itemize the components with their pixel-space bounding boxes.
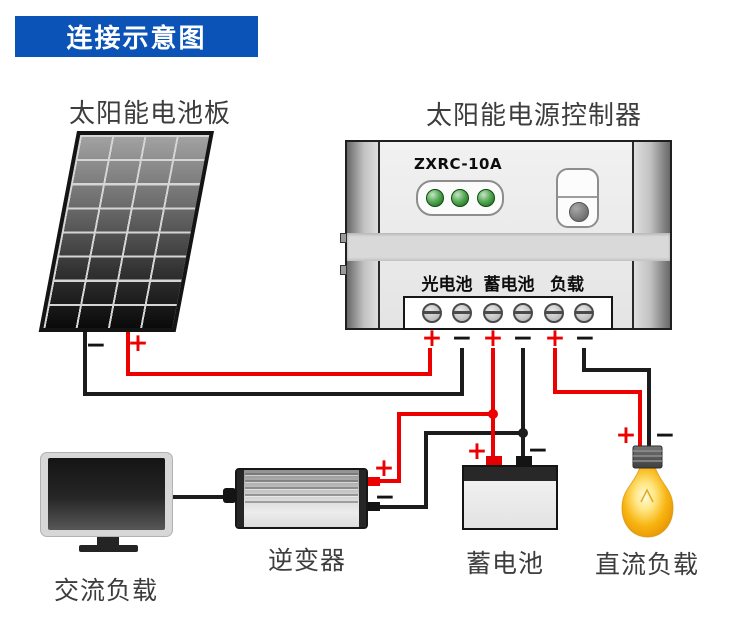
- inverter-device: [235, 468, 368, 529]
- title-banner: 连接示意图: [15, 16, 258, 57]
- terminal-group-pv: 光电池: [421, 275, 473, 295]
- diagram-title: 连接示意图: [66, 24, 207, 54]
- controller-recessed-band: [347, 233, 670, 261]
- led-indicator: [476, 189, 495, 207]
- battery-top-band: [464, 467, 556, 481]
- light-bulb: [621, 445, 674, 538]
- terminal-group-load: 负载: [550, 275, 584, 295]
- controller-device: ZXRC-10A 光电池 蓄电池 负载: [340, 140, 672, 330]
- wire-panel-positive: [126, 330, 432, 376]
- terminal-screw: [422, 303, 442, 323]
- battery-plus-mark: +: [466, 436, 488, 465]
- terminal-screw: [452, 303, 473, 323]
- inverter-fins: [245, 473, 358, 503]
- panel-plus-mark: +: [127, 328, 149, 357]
- wire-inverter-negative-branch: [374, 431, 523, 509]
- screw-slot: [483, 311, 502, 314]
- wire-load-negative: [582, 348, 651, 452]
- controller-label: 太阳能电源控制器: [425, 101, 642, 131]
- screw-slot: [544, 311, 563, 314]
- light-sensor-window: [556, 168, 599, 228]
- inverter-label: 逆变器: [267, 546, 346, 575]
- screw-slot: [453, 311, 472, 314]
- terminal-group-battery: 蓄电池: [483, 275, 535, 295]
- monitor-stand-neck: [97, 537, 119, 546]
- bulb-minus-mark: −: [654, 420, 676, 449]
- battery-minus-mark: −: [527, 435, 549, 464]
- cap-ridges: [633, 450, 662, 462]
- bulb-screw-cap: [632, 445, 663, 469]
- battery-negative-terminal: [516, 456, 532, 466]
- terminal-screw: [573, 303, 594, 323]
- solar-panel-label: 太阳能电池板: [68, 99, 231, 129]
- terminal-mark-battery-minus: −: [512, 323, 534, 352]
- terminal-mark-load-plus: +: [544, 323, 566, 352]
- screw-slot: [514, 311, 533, 314]
- terminal-strip: [403, 296, 613, 330]
- wire-load-positive: [553, 348, 642, 452]
- terminal-mark-pv-minus: −: [451, 323, 473, 352]
- ac-load-label: 交流负载: [53, 576, 158, 605]
- bulb-filament: [640, 488, 654, 503]
- terminal-screw: [513, 303, 534, 323]
- terminal-mark-pv-plus: +: [421, 323, 443, 352]
- wire-inverter-positive-branch: [374, 412, 493, 483]
- dc-load-label: 直流负载: [594, 550, 699, 579]
- wire-panel-negative: [83, 330, 464, 396]
- junction-positive: [488, 409, 498, 419]
- sensor-divider: [558, 196, 597, 198]
- bulb-plus-mark: +: [615, 420, 637, 449]
- inverter-minus-mark: −: [374, 482, 396, 511]
- monitor: [40, 452, 173, 537]
- battery-label: 蓄电池: [465, 549, 544, 578]
- mount-tab: [340, 233, 347, 243]
- inverter-input-plug: [223, 488, 236, 503]
- led-indicator: [451, 189, 469, 207]
- junction-negative: [518, 428, 528, 438]
- terminal-screw: [543, 303, 564, 323]
- panel-minus-mark: −: [85, 330, 107, 359]
- controller-model: ZXRC-10A: [414, 155, 503, 173]
- led-indicator-panel: [416, 180, 504, 216]
- inverter-right-cap: [359, 470, 366, 527]
- screw-slot: [423, 311, 441, 314]
- battery-positive-terminal: [486, 456, 502, 466]
- led-indicator: [425, 189, 444, 207]
- screw-slot: [574, 311, 593, 314]
- terminal-mark-battery-plus: +: [482, 323, 504, 352]
- inverter-positive-terminal: [368, 477, 380, 486]
- inverter-left-cap: [237, 470, 244, 527]
- monitor-screen: [48, 458, 165, 530]
- inverter-plus-mark: +: [373, 453, 395, 482]
- mount-tab: [340, 265, 347, 275]
- monitor-stand-base: [79, 545, 138, 552]
- bulb-glass: [621, 466, 674, 538]
- inverter-negative-terminal: [368, 502, 380, 511]
- sensor-dot: [569, 202, 589, 222]
- battery-device: [462, 465, 558, 530]
- terminal-screw: [482, 303, 503, 323]
- terminal-mark-load-minus: −: [574, 323, 596, 352]
